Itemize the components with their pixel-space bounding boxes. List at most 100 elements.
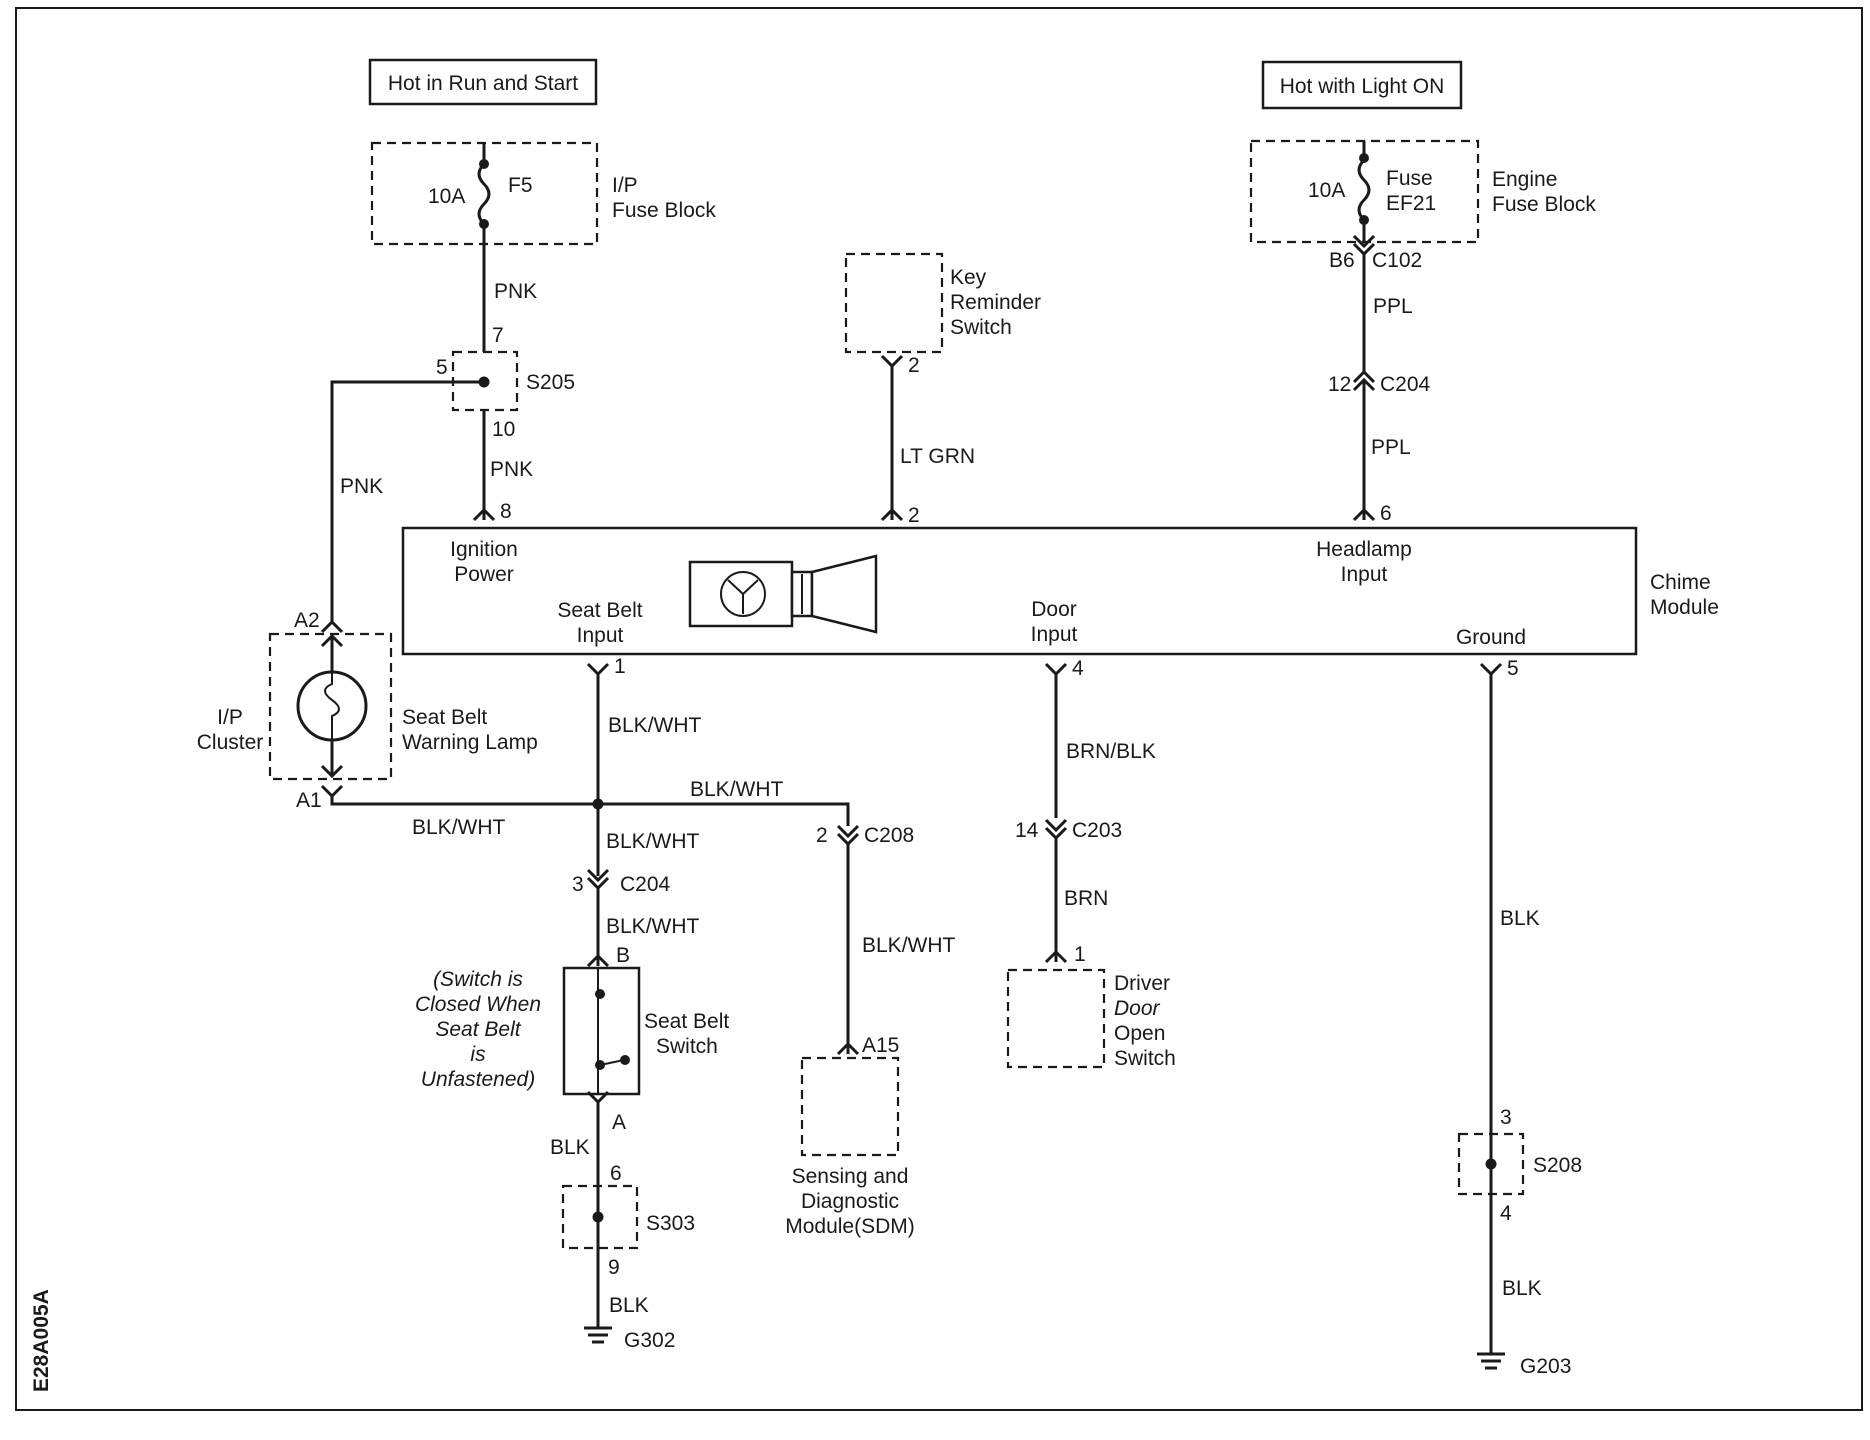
light-on-label: Hot with Light ON xyxy=(1280,75,1445,98)
switch-contact-dot xyxy=(595,989,605,999)
pin-label: A xyxy=(612,1111,626,1134)
pin-label: B xyxy=(616,944,630,967)
seat-belt-input-label: Input xyxy=(577,624,624,647)
connector-chevron-icon xyxy=(586,868,610,883)
chime-speaker-icon xyxy=(688,554,878,634)
ignition-power-label: Power xyxy=(454,563,514,586)
switch-blade-icon xyxy=(599,1059,625,1066)
wire-label-blk: BLK xyxy=(1502,1277,1542,1300)
door-input-label: Input xyxy=(1031,623,1078,646)
splice-s303-outline xyxy=(561,1184,639,1250)
wire-label-blk-wht: BLK/WHT xyxy=(608,714,702,737)
wire-blk-wht-cluster xyxy=(330,796,598,806)
wire-label-ppl: PPL xyxy=(1371,436,1411,459)
sdm-label: Sensing and xyxy=(792,1165,909,1188)
seat-belt-lamp-label: Warning Lamp xyxy=(402,731,538,754)
driver-door-switch-label: Switch xyxy=(1114,1047,1176,1070)
fuse-ef21-id: EF21 xyxy=(1386,192,1436,215)
switch-note-line: Closed When xyxy=(415,993,541,1016)
connector-label: C204 xyxy=(620,873,671,896)
wire-label-blk: BLK xyxy=(550,1136,590,1159)
light-on-box xyxy=(1261,60,1463,110)
connector-chevron-icon xyxy=(1044,949,1068,964)
pin-label: 4 xyxy=(1072,657,1084,680)
connector-chevron-icon xyxy=(1352,234,1376,249)
wire-label-blk-wht: BLK/WHT xyxy=(606,830,700,853)
seat-belt-input-label: Seat Belt xyxy=(557,599,642,622)
pin-label: 5 xyxy=(436,356,448,379)
switch-note-line: Unfastened) xyxy=(421,1068,535,1091)
sdm-label: Module(SDM) xyxy=(785,1215,915,1238)
wire-label-blk: BLK xyxy=(1500,907,1540,930)
connector-chevron-icon xyxy=(320,619,344,634)
fuse-ef21-element-icon xyxy=(1357,158,1371,222)
ground-g203-label: G203 xyxy=(1520,1355,1571,1378)
switch-contact-dot xyxy=(620,1055,630,1065)
wire-label-blk-wht: BLK/WHT xyxy=(690,778,784,801)
sdm-outline xyxy=(800,1056,900,1157)
wire-pnk-cluster xyxy=(330,380,484,622)
ip-cluster-label: Cluster xyxy=(197,731,264,754)
pin-label: 1 xyxy=(614,655,626,678)
pin-label: 6 xyxy=(1380,502,1392,525)
connector-chevron-icon xyxy=(1044,662,1068,677)
wire-label-blk-wht: BLK/WHT xyxy=(862,934,956,957)
connector-chevron-icon xyxy=(1352,507,1376,522)
switch-note-line: (Switch is xyxy=(433,968,523,991)
fuse-ef21-rating: 10A xyxy=(1308,179,1345,202)
engine-fuse-block-label: Engine xyxy=(1492,168,1557,191)
pin-label: 2 xyxy=(908,354,920,377)
connector-chevron-icon xyxy=(1352,369,1376,384)
switch-note-line: Seat Belt xyxy=(435,1018,521,1041)
connector-chevron-icon xyxy=(472,507,496,522)
ip-fuse-block-label: I/P xyxy=(612,174,638,197)
wire-blk-wht-sdm xyxy=(598,802,850,826)
connector-label: C102 xyxy=(1372,249,1422,272)
wire-label-pnk: PNK xyxy=(494,280,537,303)
fuse-f5-terminal-dot xyxy=(479,159,489,169)
pin-label: 2 xyxy=(908,504,920,527)
ignition-power-label: Ignition xyxy=(450,538,518,561)
pin-label: 4 xyxy=(1500,1202,1512,1225)
pin-label: 5 xyxy=(1507,657,1519,680)
pin-label: 1 xyxy=(1074,943,1086,966)
headlamp-input-label: Headlamp xyxy=(1316,538,1412,561)
pin-label: 3 xyxy=(1500,1106,1512,1129)
key-reminder-switch-outline xyxy=(844,252,944,354)
fuse-ef21-terminal-dot xyxy=(1359,153,1369,163)
driver-door-switch-label: Open xyxy=(1114,1022,1165,1045)
fuse-f5-terminal-dot xyxy=(479,219,489,229)
pin-label: 14 xyxy=(1015,819,1039,842)
wire-label-pnk: PNK xyxy=(490,458,533,481)
connector-chevron-icon xyxy=(836,824,860,839)
pin-label: A2 xyxy=(294,609,320,632)
pin-label: 7 xyxy=(492,324,504,347)
wire-label-blk-wht: BLK/WHT xyxy=(412,816,506,839)
key-reminder-label: Key xyxy=(950,266,987,289)
engine-fuse-block-label: Fuse Block xyxy=(1492,193,1596,216)
pin-label: 12 xyxy=(1328,373,1351,396)
splice-s208-label: S208 xyxy=(1533,1154,1582,1177)
wire-label-blk: BLK xyxy=(609,1294,649,1317)
pin-label: 6 xyxy=(610,1162,622,1185)
pin-label: 3 xyxy=(572,873,584,896)
fuse-ef21-id: Fuse xyxy=(1386,167,1433,190)
key-reminder-label: Reminder xyxy=(950,291,1041,314)
pin-label: A1 xyxy=(296,789,322,812)
frame-border xyxy=(15,7,1863,1411)
splice-s208-dot xyxy=(1485,1158,1497,1170)
fuse-ef21-terminal-dot xyxy=(1359,215,1369,225)
fuse-f5-rating: 10A xyxy=(428,185,465,208)
switch-note: (Switch is Closed When Seat Belt is Unfa… xyxy=(415,968,541,1091)
splice-s303-dot xyxy=(592,1211,604,1223)
ground-g302-label: G302 xyxy=(624,1329,675,1352)
wire-label-brn-blk: BRN/BLK xyxy=(1066,740,1156,763)
key-reminder-label: Switch xyxy=(950,316,1012,339)
chime-module-label: Module xyxy=(1650,596,1719,619)
headlamp-input-label: Input xyxy=(1341,563,1388,586)
pin-label: A15 xyxy=(862,1034,899,1057)
wire-label-ppl: PPL xyxy=(1373,295,1413,318)
pin-label: 2 xyxy=(816,824,828,847)
